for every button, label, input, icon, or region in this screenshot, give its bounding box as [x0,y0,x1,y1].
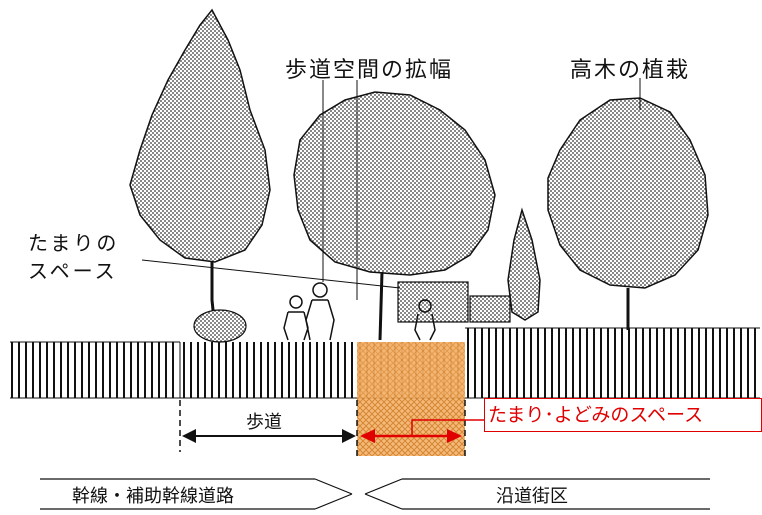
deciduous-tree-icon [547,97,709,330]
deciduous-tree-icon [129,8,271,341]
label-roadside-block: 沿道街区 [496,486,568,507]
label-sidewalk-widening: 歩道空間の拡幅 [285,58,454,83]
label-tall-tree-planting: 高木の植栽 [570,58,691,83]
label-tamari-space-line1: たまりの [28,231,120,255]
dimension-arrow-icon [182,429,356,443]
dimension-arrow-icon [360,419,484,443]
label-tamari-space-line2: スペース [28,259,118,283]
pedestrian-icon [283,282,436,341]
label-tamari-yodomi-space: たまり･よどみのスペース [484,398,762,432]
deciduous-tree-icon [293,91,496,341]
conifer-tree-icon [507,207,541,321]
label-arterial-road: 幹線・補助幹線道路 [72,486,234,507]
zone-divider [40,478,710,510]
label-sidewalk: 歩道 [246,412,282,433]
bush-icon [193,281,511,343]
highlight-zone-top [357,342,465,398]
leader-line [141,259,401,289]
